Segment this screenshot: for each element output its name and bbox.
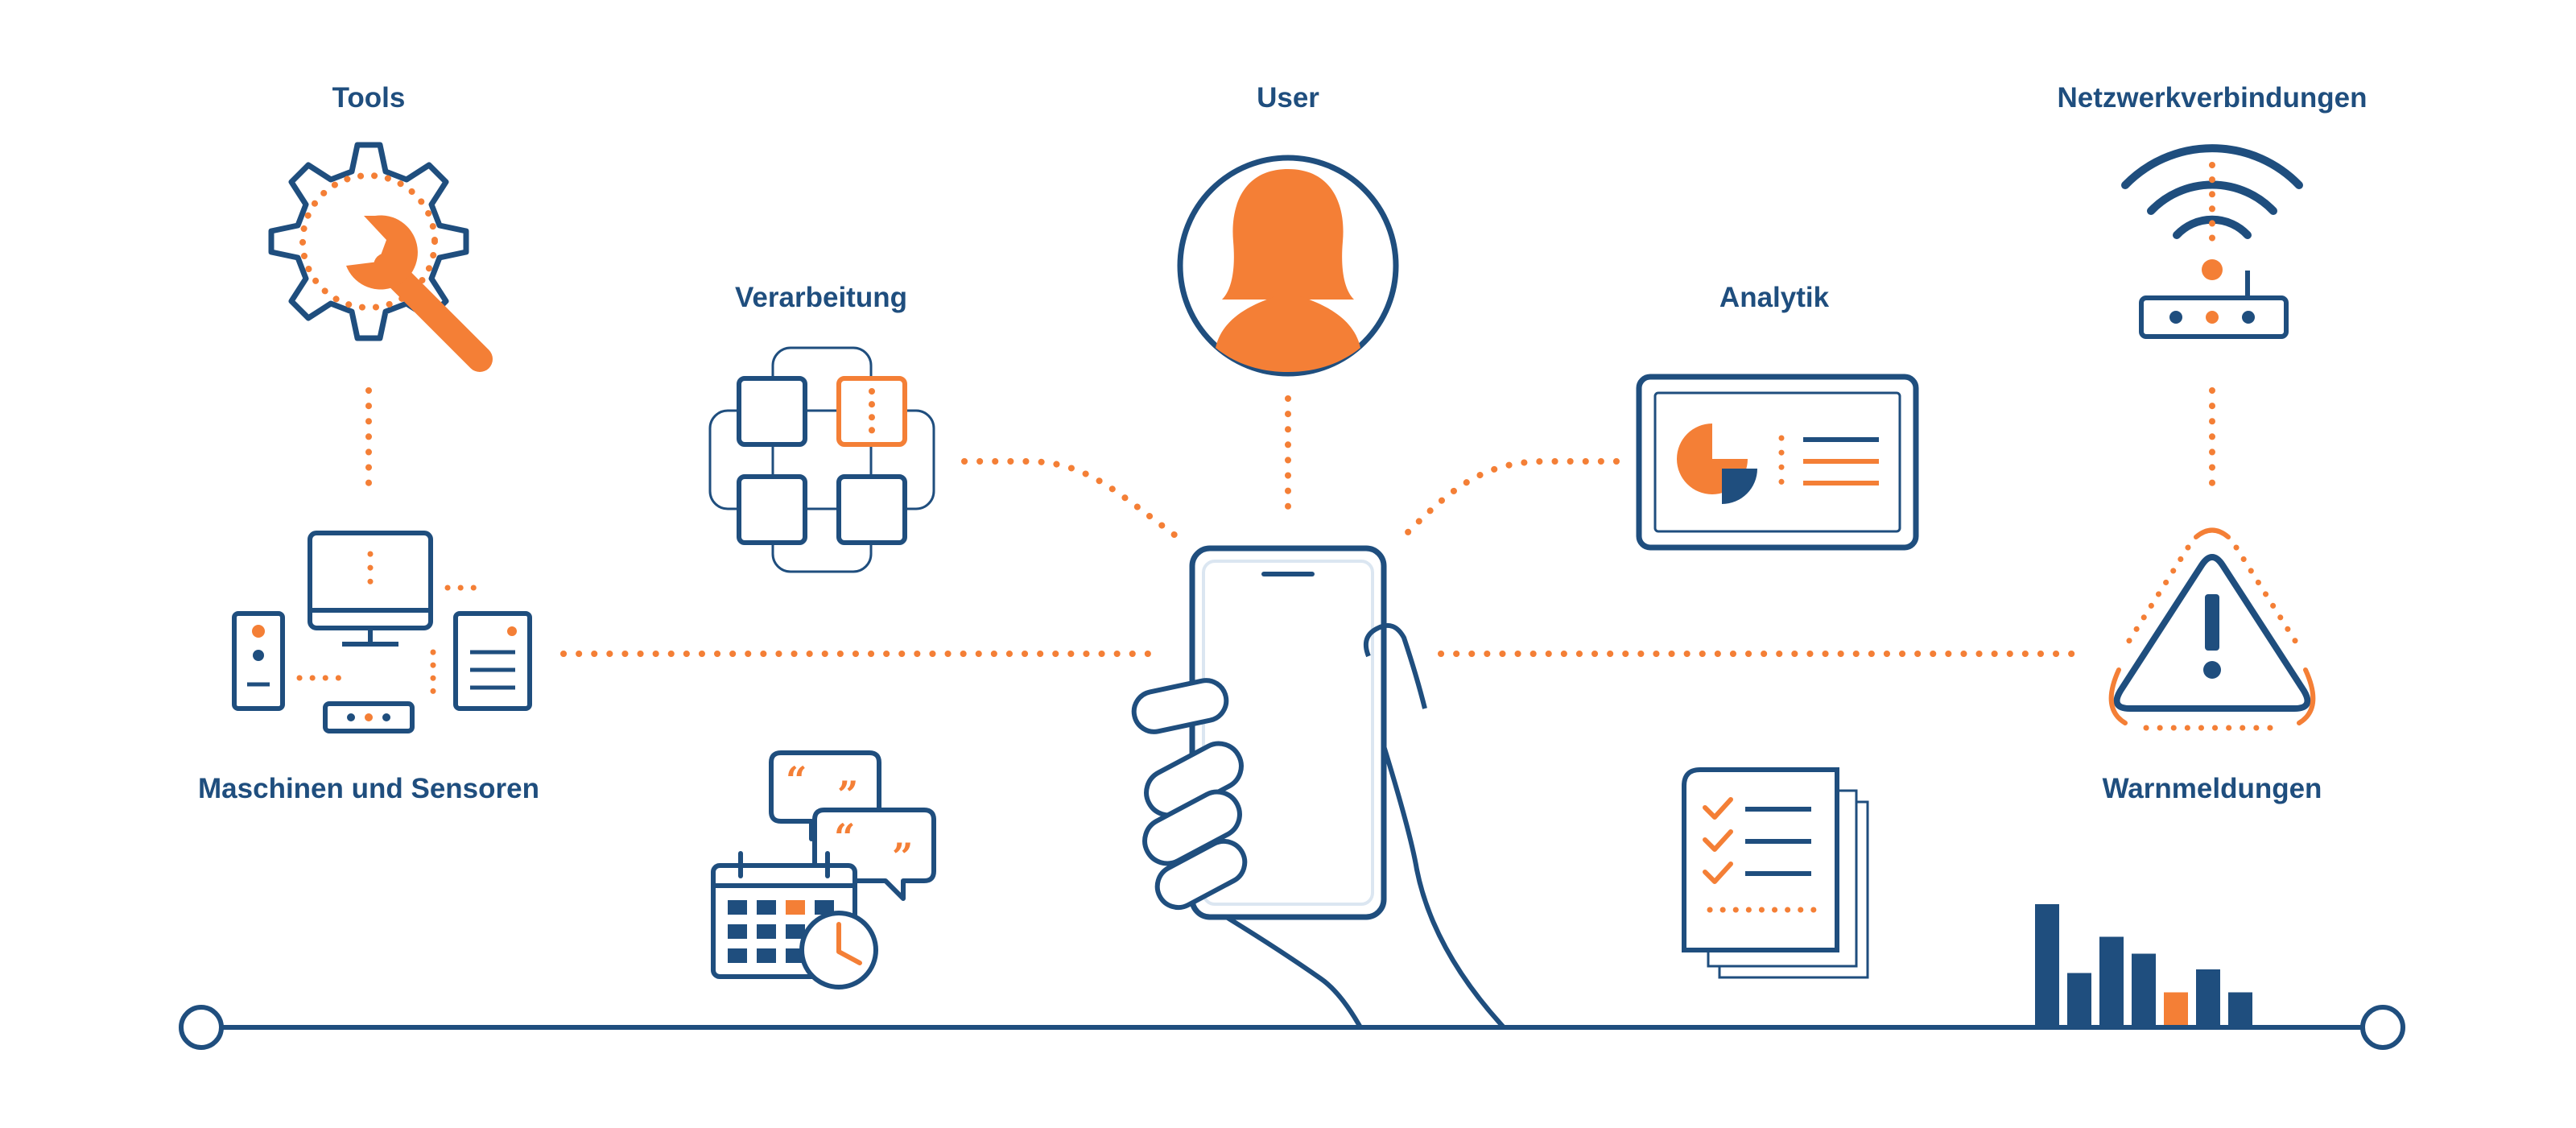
check-1 [1703, 797, 1733, 820]
user-body [1216, 296, 1360, 372]
finger-1 [1131, 678, 1229, 734]
wifi-router-icon [2121, 144, 2303, 339]
connectors [365, 387, 2215, 657]
tower-led-orange [252, 625, 265, 638]
tower-led-navy [253, 650, 264, 661]
warning-exclamation-dot [2203, 661, 2221, 679]
wifi-arc-outer [2121, 144, 2303, 189]
timeline-end-node [2360, 1005, 2405, 1050]
router-unit-led-1 [347, 713, 355, 721]
processing-frame-vertical [771, 346, 873, 573]
quote-mark-3: “ [834, 816, 855, 859]
hand-thumb [1364, 623, 1427, 709]
user-avatar-icon [1177, 155, 1399, 377]
processing-block-4 [836, 474, 907, 545]
document-dot [507, 626, 517, 636]
quote-mark-4: ” [892, 835, 913, 878]
analytics-dashboard-icon [1636, 374, 1919, 551]
connector-analytics-phone [1402, 458, 1620, 539]
gear-dotted-ring [299, 172, 438, 311]
connector-processing-phone [961, 458, 1179, 539]
warning-dotted-halo [2119, 544, 2306, 731]
machines-sensors-icon [232, 531, 532, 733]
bar-chart-icon [2035, 904, 2252, 1025]
label-analytics: Analytik [1719, 282, 1830, 313]
pie-navy-slice [1722, 469, 1757, 504]
wifi-arc-inner [2173, 215, 2252, 239]
check-2 [1703, 829, 1733, 852]
warning-arc-left [2108, 667, 2128, 725]
warning-exclamation-bar [2205, 594, 2219, 651]
smartphone-in-hand-icon [1131, 545, 1506, 1030]
user-hair [1222, 169, 1354, 300]
gear-outline [268, 142, 469, 341]
label-network: Netzwerkverbindungen [2057, 82, 2368, 114]
label-processing: Verarbeitung [735, 282, 907, 313]
quote-mark-1: “ [786, 758, 807, 802]
calendar-chat-clock-icon: “ ” “ ” [711, 750, 936, 990]
router-light-1 [2169, 311, 2182, 324]
finger-4 [1154, 838, 1248, 911]
gear-wrench-icon [268, 142, 493, 372]
router-light-3 [2242, 311, 2255, 324]
phone-screen [1202, 560, 1374, 906]
checklist-documents-icon [1682, 767, 1869, 979]
timeline-start-node [179, 1005, 224, 1050]
label-machines: Maschinen und Sensoren [198, 773, 539, 804]
bar-6 [2196, 969, 2220, 1025]
doc-front [1682, 767, 1839, 952]
dashboard-outer [1636, 374, 1919, 551]
warning-arc-right [2297, 667, 2316, 725]
document-unit [453, 611, 532, 711]
router-unit-led-2 [365, 713, 373, 721]
bar-3 [2099, 936, 2124, 1025]
calendar-grid [728, 900, 834, 963]
bar-2 [2067, 973, 2091, 1025]
hand-wrist [1226, 915, 1363, 1029]
processing-block-2 [836, 376, 907, 447]
label-tools: Tools [332, 82, 406, 114]
bar-4 [2132, 953, 2156, 1025]
bar-5 [2164, 992, 2188, 1025]
wifi-arc-middle [2147, 180, 2277, 215]
clock-hands [836, 922, 862, 965]
bar-7 [2228, 992, 2252, 1025]
processing-block-3 [737, 474, 807, 545]
check-3 [1703, 861, 1733, 884]
processing-block-1 [737, 376, 807, 447]
router-unit-led-3 [382, 713, 390, 721]
timeline [179, 1005, 2405, 1050]
wrench-head [346, 215, 418, 290]
processing-frame-horizontal [708, 409, 935, 510]
label-alerts: Warnmeldungen [2102, 773, 2322, 804]
wifi-signal-dot [2202, 259, 2223, 280]
warning-triangle-icon [2108, 527, 2316, 731]
machine-dotted-links [296, 585, 486, 699]
label-user: User [1257, 82, 1319, 114]
bar-1 [2035, 904, 2059, 1025]
processing-blocks-icon [708, 346, 935, 573]
dashboard-inner [1653, 391, 1901, 533]
router-light-2 [2206, 311, 2219, 324]
warning-arc-top [2194, 527, 2231, 539]
